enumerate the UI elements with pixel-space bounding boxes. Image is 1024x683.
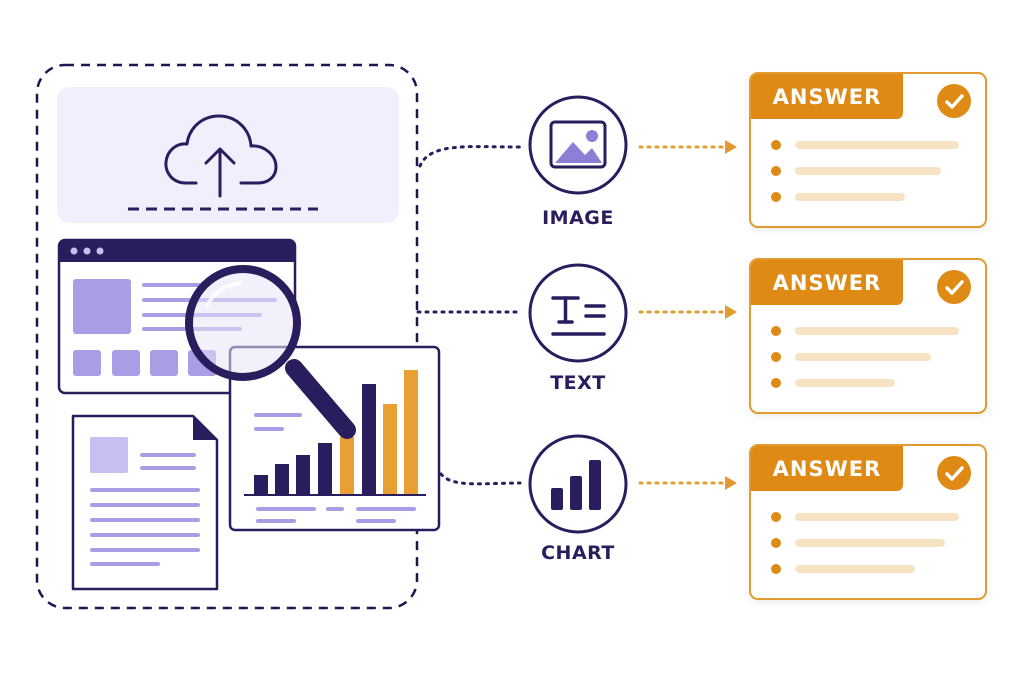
bullet <box>771 564 781 574</box>
connector-chart <box>439 472 522 486</box>
image-icon <box>549 120 607 169</box>
document-illustration <box>71 414 219 591</box>
text-label: TEXT <box>550 372 606 394</box>
answer-line <box>795 539 945 547</box>
cloud-upload-icon <box>164 114 278 198</box>
bullet <box>771 192 781 202</box>
image-category-circle <box>528 95 628 195</box>
answer-line <box>795 565 915 573</box>
answer-title: ANSWER <box>751 446 903 491</box>
connector-image <box>418 145 522 168</box>
bullet <box>771 378 781 388</box>
answer-title: ANSWER <box>751 74 903 119</box>
bullet <box>771 326 781 336</box>
checkmark-icon <box>937 270 971 304</box>
answer-line <box>795 327 959 335</box>
arrow-to-answer-1 <box>638 140 737 154</box>
arrow-to-answer-3 <box>638 476 737 490</box>
answer-line <box>795 353 931 361</box>
text-icon <box>551 296 606 336</box>
bullet <box>771 512 781 522</box>
answer-line <box>795 141 959 149</box>
bullet <box>771 352 781 362</box>
checkmark-icon <box>937 84 971 118</box>
answer-line <box>795 513 959 521</box>
arrow-to-answer-2 <box>638 305 737 319</box>
chart-icon <box>551 460 601 510</box>
text-category-circle <box>528 263 628 363</box>
answer-line <box>795 379 895 387</box>
answer-card-1: ANSWER <box>749 72 987 228</box>
checkmark-icon <box>937 456 971 490</box>
magnifying-glass-icon <box>185 265 356 439</box>
bullet <box>771 140 781 150</box>
answer-line <box>795 167 941 175</box>
bullet <box>771 538 781 548</box>
answer-title: ANSWER <box>751 260 903 305</box>
chart-card-illustration <box>228 345 441 532</box>
image-label: IMAGE <box>542 207 614 229</box>
answer-card-3: ANSWER <box>749 444 987 600</box>
answer-card-2: ANSWER <box>749 258 987 414</box>
chart-label: CHART <box>541 542 615 564</box>
input-panel-border <box>35 63 419 610</box>
answer-line <box>795 193 905 201</box>
bullet <box>771 166 781 176</box>
